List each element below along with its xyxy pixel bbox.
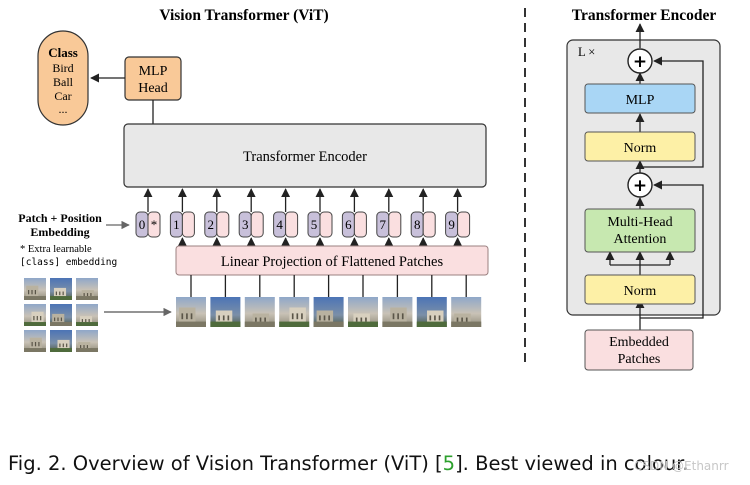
token-index: 4 bbox=[276, 217, 283, 232]
patch-embedding-token bbox=[181, 211, 195, 238]
token-pair: 5 bbox=[307, 188, 333, 238]
caption-suffix: ]. Best viewed in colour. bbox=[455, 452, 689, 475]
patch-embedding-token bbox=[285, 211, 299, 238]
class-item: ... bbox=[59, 102, 68, 116]
grid-patch bbox=[24, 330, 46, 352]
mlp-box: MLP bbox=[584, 83, 696, 114]
add-node-lower: + bbox=[627, 172, 653, 198]
token-index: 3 bbox=[242, 217, 249, 232]
transformer-encoder-box: Transformer Encoder bbox=[123, 123, 487, 188]
extra-note-line1: * Extra learnable bbox=[20, 244, 92, 255]
attention-label-line2: Attention bbox=[614, 232, 667, 247]
norm-label: Norm bbox=[624, 284, 657, 299]
token-pair: 3 bbox=[238, 188, 264, 238]
class-token-marker: * bbox=[151, 217, 158, 232]
repeat-label: L × bbox=[578, 45, 595, 59]
grid-patch bbox=[76, 304, 98, 326]
class-output-box: Class Bird Ball Car ... bbox=[37, 30, 89, 126]
figure-caption: Fig. 2. Overview of Vision Transformer (… bbox=[8, 452, 748, 475]
class-item: Car bbox=[54, 89, 71, 103]
residual-connection-1 bbox=[640, 180, 704, 319]
token-index: 6 bbox=[345, 217, 352, 232]
token-index: 0 bbox=[139, 217, 146, 232]
class-title: Class bbox=[48, 45, 78, 60]
plus-symbol: + bbox=[633, 52, 647, 72]
linear-projection-label: Linear Projection of Flattened Patches bbox=[221, 254, 444, 270]
token-index: 7 bbox=[380, 217, 387, 232]
patch-thumbnail bbox=[313, 297, 344, 327]
embedded-patches-line1: Embedded bbox=[609, 335, 669, 350]
patch-thumbnail bbox=[210, 297, 241, 327]
plus-symbol: + bbox=[633, 176, 647, 196]
vit-figure: Vision Transformer (ViT) Class Bird Ball… bbox=[18, 7, 721, 371]
image-patch-grid bbox=[24, 278, 98, 352]
token-index: 5 bbox=[311, 217, 318, 232]
patch-thumbnail bbox=[176, 297, 206, 327]
transformer-encoder-label: Transformer Encoder bbox=[243, 149, 367, 165]
grid-patch bbox=[76, 330, 98, 352]
patch-embedding-token bbox=[319, 211, 333, 238]
mlp-label: MLP bbox=[626, 93, 655, 108]
norm-box-lower: Norm bbox=[584, 274, 696, 305]
linear-projection-box: Linear Projection of Flattened Patches bbox=[175, 245, 489, 276]
caption-prefix: Fig. 2. Overview of Vision Transformer (… bbox=[8, 452, 443, 475]
patch-thumbnail bbox=[244, 297, 275, 327]
grid-patch bbox=[24, 304, 46, 326]
caption-reference-link[interactable]: 5 bbox=[442, 452, 456, 475]
flattened-patches-row bbox=[176, 275, 482, 327]
vit-title: Vision Transformer (ViT) bbox=[159, 7, 328, 24]
embedded-patches-box: Embedded Patches bbox=[584, 329, 694, 371]
patch-embedding-token bbox=[216, 211, 230, 238]
patch-thumbnail bbox=[279, 297, 310, 327]
patch-embedding-token bbox=[250, 211, 264, 238]
token-pair: 7 bbox=[376, 188, 402, 238]
embedded-patches-line2: Patches bbox=[618, 352, 661, 367]
token-pair: 6 bbox=[341, 188, 367, 238]
token-pair: 4 bbox=[273, 188, 299, 238]
token-index: 8 bbox=[414, 217, 421, 232]
patch-position-label-line1: Patch + Position bbox=[18, 211, 102, 225]
token-pair: 8 bbox=[410, 188, 436, 238]
norm-label: Norm bbox=[624, 141, 657, 156]
patch-thumbnail bbox=[451, 297, 482, 327]
token-pair: 1 bbox=[169, 188, 195, 238]
patch-thumbnail bbox=[348, 297, 378, 327]
patch-embedding-token bbox=[353, 211, 367, 238]
grid-patch bbox=[50, 278, 72, 300]
token-pair: 0* bbox=[135, 188, 161, 238]
class-item: Ball bbox=[53, 75, 74, 89]
residual-connection-2 bbox=[640, 56, 704, 168]
add-node-upper: + bbox=[627, 48, 653, 74]
patch-embedding-token bbox=[388, 211, 402, 238]
extra-note-line2: [class] embedding bbox=[20, 257, 117, 268]
class-item: Bird bbox=[52, 61, 73, 75]
patch-thumbnail bbox=[382, 297, 413, 327]
token-index: 2 bbox=[208, 217, 215, 232]
mlp-head-label-line2: Head bbox=[138, 81, 168, 96]
token-index: 9 bbox=[448, 217, 455, 232]
grid-patch bbox=[50, 330, 72, 352]
token-index: 1 bbox=[173, 217, 180, 232]
grid-patch bbox=[24, 278, 46, 300]
patch-thumbnail bbox=[416, 297, 447, 327]
patch-embedding-token bbox=[147, 211, 161, 238]
attention-label-line1: Multi-Head bbox=[607, 215, 672, 230]
multi-head-attention-box: Multi-Head Attention bbox=[584, 208, 696, 253]
patch-embedding-token bbox=[457, 211, 471, 238]
token-pair: 2 bbox=[204, 188, 230, 238]
patch-position-label-line2: Embedding bbox=[30, 225, 89, 239]
patch-embedding-token bbox=[422, 211, 436, 238]
watermark: CSDN @Ethanrr bbox=[634, 459, 729, 473]
norm-box-upper: Norm bbox=[584, 131, 696, 162]
token-pair: 9 bbox=[445, 188, 471, 238]
mlp-head-box: MLP Head bbox=[124, 56, 182, 101]
mlp-head-label-line1: MLP bbox=[139, 64, 168, 79]
encoder-title: Transformer Encoder bbox=[572, 7, 717, 24]
grid-patch bbox=[76, 278, 98, 300]
grid-patch bbox=[50, 304, 72, 326]
